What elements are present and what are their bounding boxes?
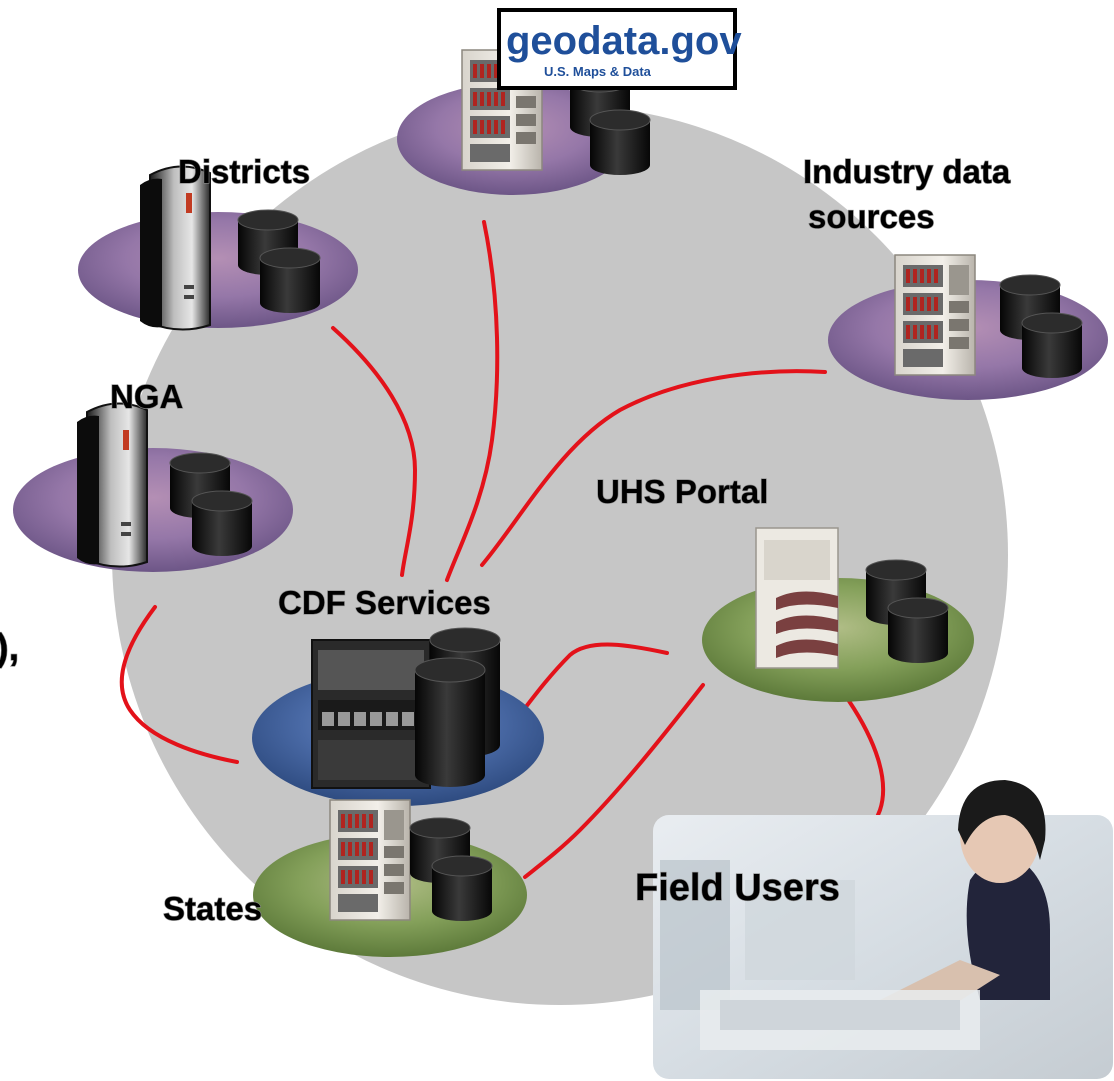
- database-cylinder-icon: [589, 109, 651, 176]
- geodata-logo: geodata.gov U.S. Maps & Data: [497, 8, 742, 90]
- database-cylinder-icon: [414, 657, 486, 787]
- label-industry-line1: Industry data: [803, 153, 1011, 190]
- database-cylinder-icon: [191, 490, 253, 557]
- database-cylinder-icon: [887, 597, 949, 664]
- server-tower-icon: [755, 527, 839, 669]
- logo-subtitle: U.S. Maps & Data: [544, 64, 652, 79]
- tower-server-icon: [76, 402, 148, 568]
- server-rack-icon: [311, 639, 431, 789]
- label-uhs-portal: UHS Portal: [596, 473, 768, 510]
- node-field-users[interactable]: Field Users: [634, 780, 1113, 1079]
- connector-industry-cdf: [480, 369, 827, 567]
- connector-uhs-states: [523, 683, 705, 879]
- node-cdf-services[interactable]: CDF Services: [252, 583, 544, 806]
- edge-text-fragment: ),: [0, 627, 19, 669]
- connector-uhs-cdf: [520, 642, 669, 714]
- connector-nga-cdf: [119, 605, 239, 764]
- node-states[interactable]: States: [162, 799, 527, 957]
- label-districts: Districts: [178, 153, 310, 190]
- node-industry[interactable]: Industry data sources: [802, 152, 1108, 400]
- server-rack-icon: [329, 799, 411, 921]
- label-nga: NGA: [110, 378, 183, 415]
- label-field-users: Field Users: [635, 867, 840, 909]
- database-cylinder-icon: [431, 855, 493, 922]
- label-states: States: [163, 890, 262, 927]
- logo-text-data: data.gov: [577, 19, 742, 63]
- label-cdf-services: CDF Services: [278, 584, 491, 621]
- tower-server-icon: [139, 165, 211, 331]
- logo-text-geo: geo: [506, 19, 577, 63]
- connector-districts-cdf: [331, 326, 418, 577]
- node-districts[interactable]: Districts: [78, 152, 358, 331]
- database-cylinder-icon: [1021, 312, 1083, 379]
- label-industry-line2: sources: [808, 198, 935, 235]
- node-nga[interactable]: NGA: [13, 377, 293, 572]
- svg-text:geodata.gov: geodata.gov: [506, 19, 742, 63]
- database-cylinder-icon: [259, 247, 321, 314]
- node-geodata[interactable]: geodata.gov U.S. Maps & Data: [397, 8, 742, 195]
- server-rack-icon: [894, 254, 976, 376]
- node-uhs-portal[interactable]: UHS Portal: [595, 472, 974, 702]
- person-at-computer-photo: [653, 780, 1113, 1079]
- connector-geodata-cdf: [445, 220, 500, 582]
